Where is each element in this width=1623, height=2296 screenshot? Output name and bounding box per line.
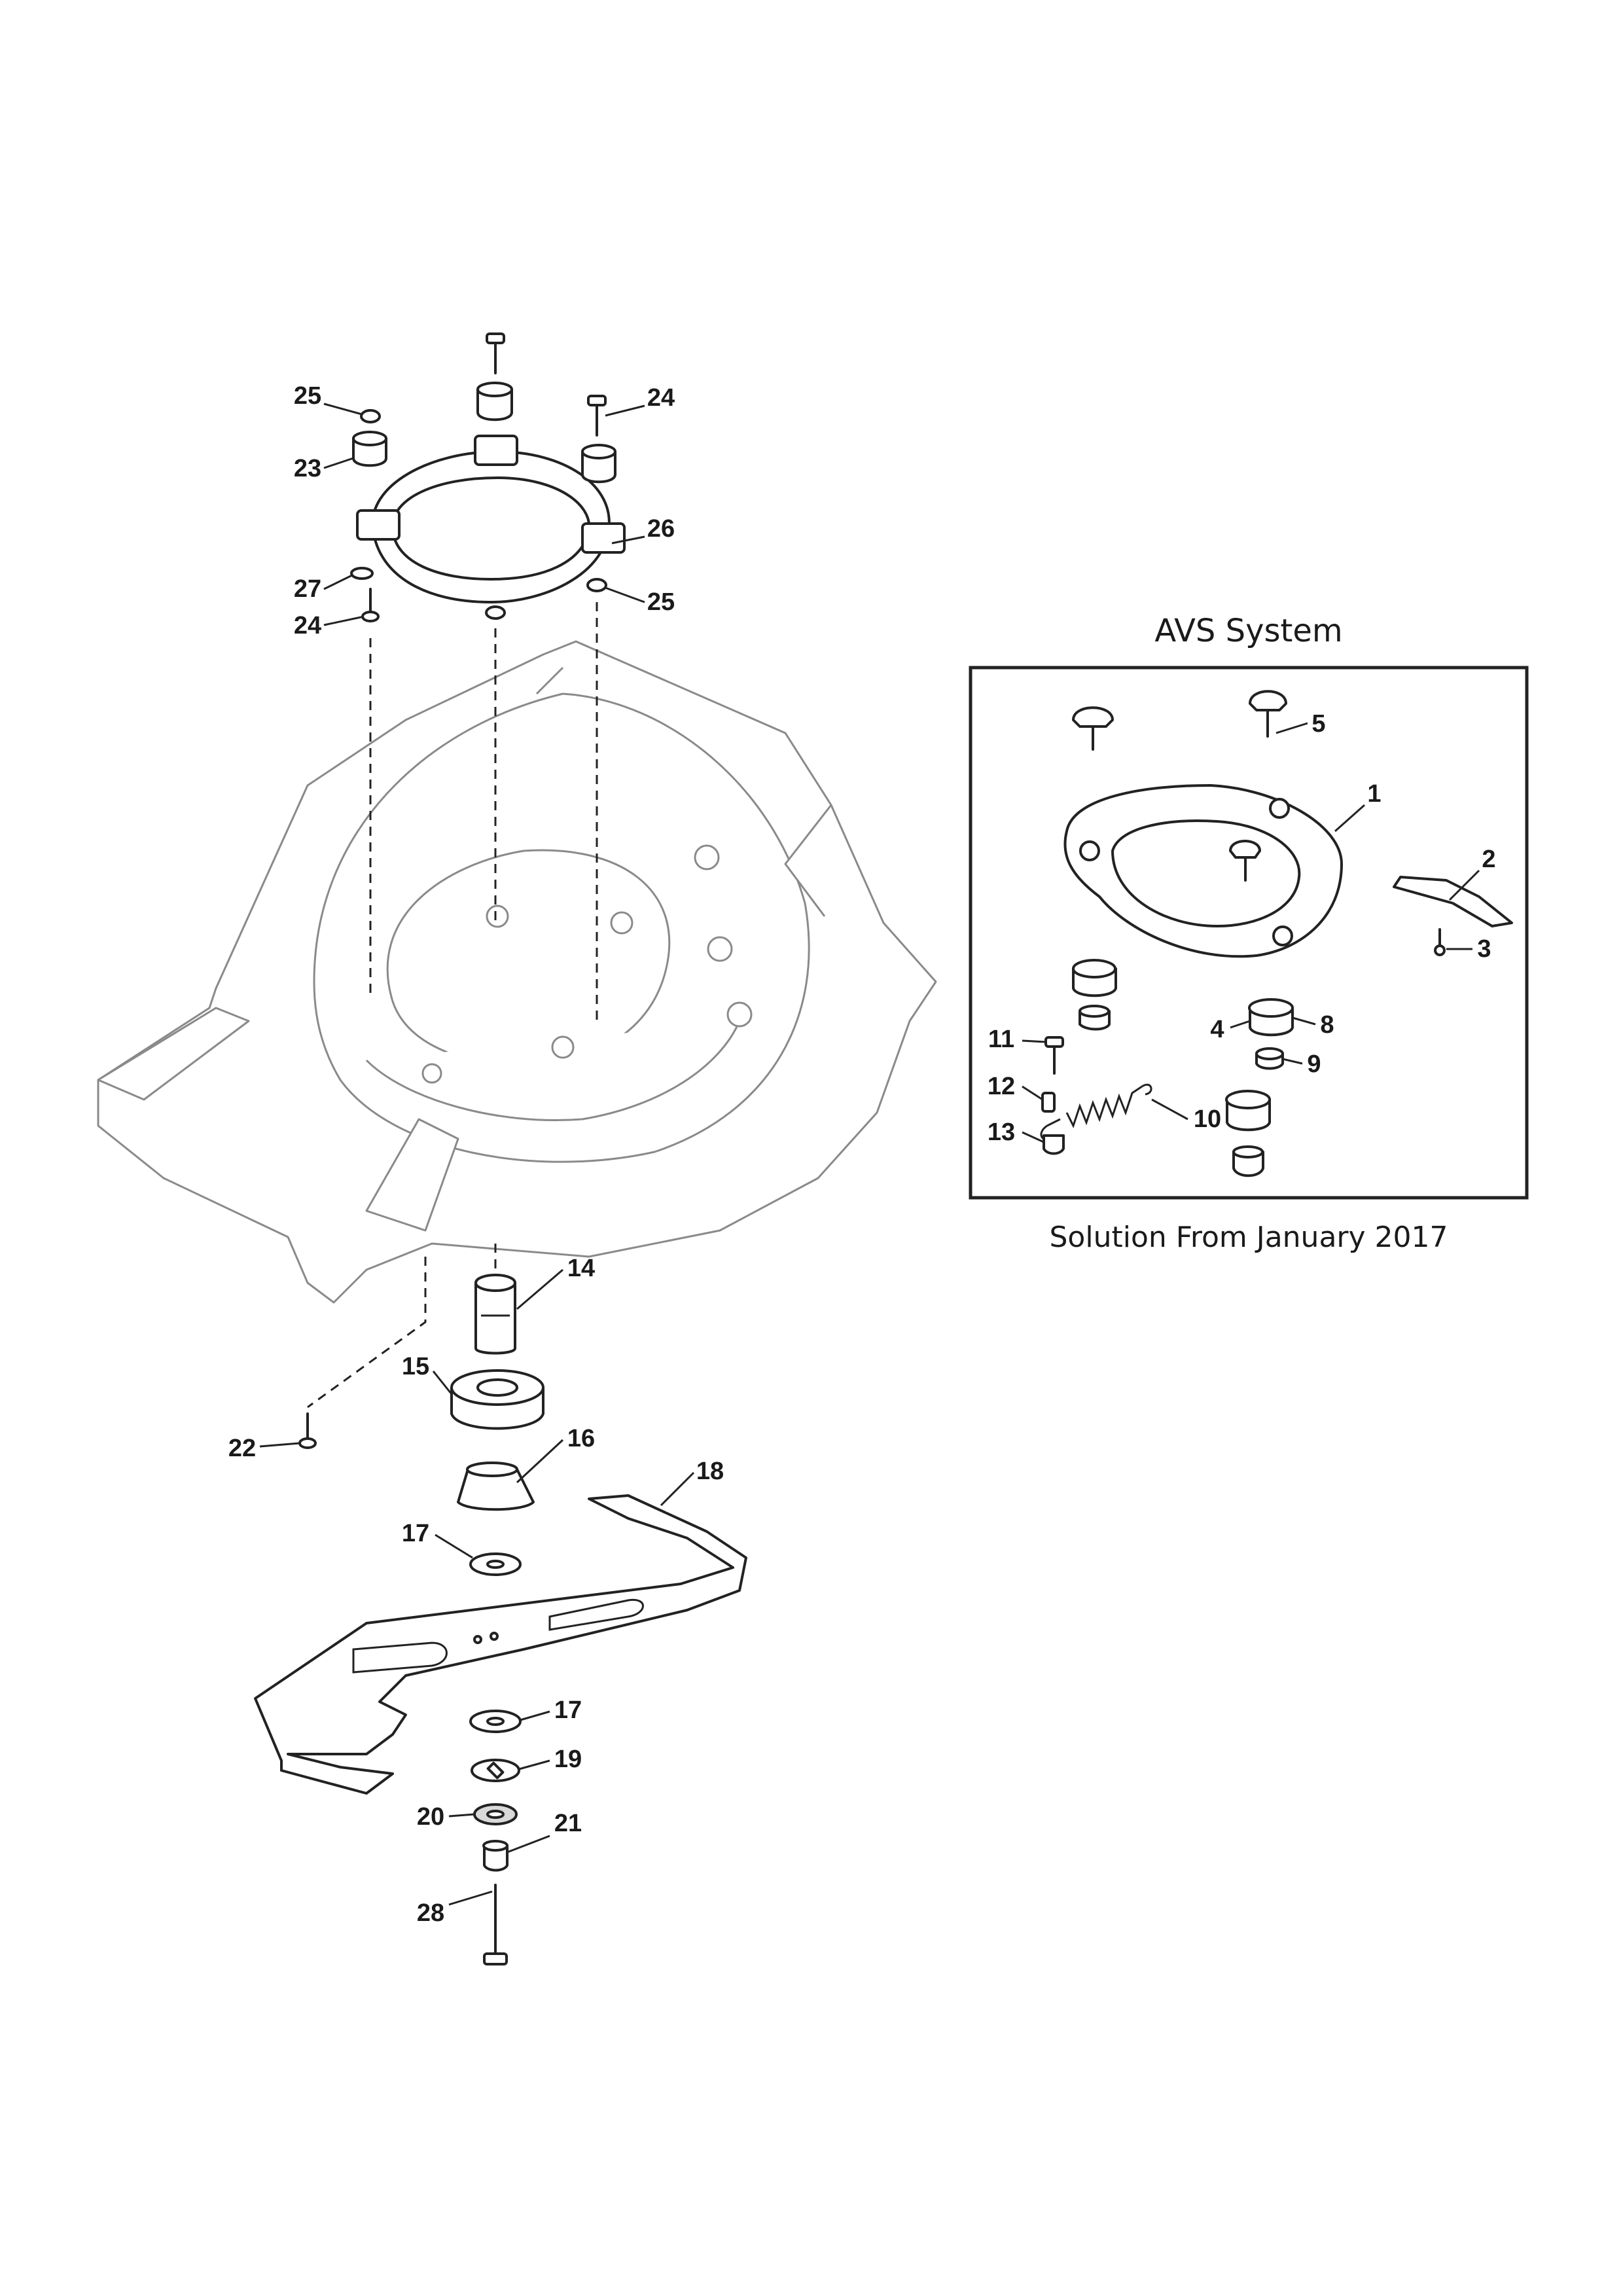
callout-21: 21 [554,1810,582,1837]
callout-22: 22 [228,1435,256,1462]
callout-26: 26 [647,515,675,543]
assembly-lines [307,602,598,1408]
callout-25: 25 [647,588,675,616]
callout-15: 15 [402,1353,429,1380]
callout-13: 13 [988,1119,1015,1146]
callout-16: 16 [567,1425,595,1452]
callout-24: 24 [294,612,321,639]
callout-2: 2 [1482,846,1495,873]
callout-19: 19 [554,1746,582,1773]
mower-deck [97,640,937,1304]
callout-labels: 25 23 24 26 27 24 25 14 15 16 18 17 22 1… [228,382,1496,1927]
callout-18: 18 [696,1458,724,1485]
avs-leader-lines [1022,722,1480,1143]
callout-11: 11 [988,1026,1014,1053]
callout-24: 24 [647,384,675,412]
avs-title: AVS System [1154,613,1342,649]
callout-5: 5 [1311,710,1325,738]
callout-14: 14 [567,1255,595,1282]
avs-parts [1040,690,1513,1177]
callout-17: 17 [554,1696,582,1724]
lower-stack [254,1274,747,1965]
callout-27: 27 [294,575,321,603]
leader-lines [259,403,695,1906]
top-ring-assembly [350,332,626,622]
callout-23: 23 [294,455,321,482]
callout-17: 17 [402,1520,429,1547]
callout-10: 10 [1194,1105,1221,1133]
avs-caption: Solution From January 2017 [1050,1221,1448,1254]
callout-28: 28 [417,1899,444,1927]
callout-8: 8 [1320,1011,1334,1039]
callout-3: 3 [1477,935,1491,963]
callout-12: 12 [988,1073,1015,1100]
callout-25: 25 [294,382,321,410]
callout-9: 9 [1307,1050,1321,1078]
callout-1: 1 [1367,780,1381,808]
callout-20: 20 [417,1803,444,1831]
avs-box [969,666,1529,1200]
callout-4: 4 [1210,1016,1224,1043]
